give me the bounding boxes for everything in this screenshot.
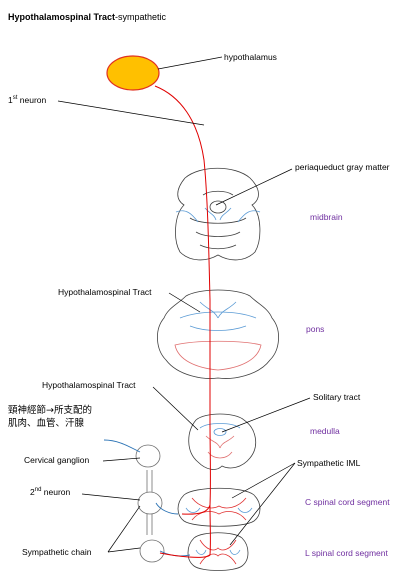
lumbar-cord-section [187, 532, 249, 571]
sympathetic-iml-label: Sympathetic IML [297, 458, 361, 468]
sympathetic-chain [135, 444, 165, 563]
tract-medulla-label: Hypothalamospinal Tract [42, 380, 136, 390]
medulla-label: medulla [310, 426, 340, 436]
innervation-note-line1: 頸神經節→所支配的 [8, 405, 92, 416]
lower-ganglion-shape [139, 539, 165, 563]
sympathetic-chain-label: Sympathetic chain [22, 547, 92, 557]
hypothalamus-label: hypothalamus [224, 52, 277, 62]
first-neuron-label: 1st neuron [8, 95, 47, 105]
second-neuron-text: neuron [41, 487, 71, 497]
title-rest: -sympathetic [115, 12, 167, 22]
midbrain-section [175, 167, 261, 261]
pons-label: pons [306, 324, 325, 334]
second-neuron-label: 2nd neuron [30, 487, 71, 497]
tract-pons-label: Hypothalamospinal Tract [58, 287, 152, 297]
innervation-note: 頸神經節→所支配的 肌肉、血管、汗腺 [8, 405, 92, 431]
middle-ganglion-shape [137, 491, 163, 515]
cervical-cord-section [177, 487, 261, 527]
diagram-title: Hypothalamospinal Tract-sympathetic [8, 12, 166, 22]
l-segment-label: L spinal cord segment [305, 548, 388, 558]
second-neuron-num: 2 [30, 487, 35, 497]
c-segment-label: C spinal cord segment [305, 497, 390, 507]
title-bold: Hypothalamospinal Tract [8, 12, 116, 22]
first-neuron-text: neuron [17, 95, 47, 105]
second-neuron-sup: nd [34, 487, 42, 494]
first-neuron-sup: st [12, 95, 18, 102]
first-neuron-num: 1 [8, 95, 13, 105]
hypothalamus-shape [106, 55, 160, 91]
leader-lines [57, 56, 311, 553]
pons-section [157, 289, 279, 379]
solitary-tract-label: Solitary tract [313, 392, 361, 402]
medulla-section [188, 413, 257, 470]
hypothalamospinal-tract [154, 85, 211, 558]
cervical-ganglion-shape [135, 444, 161, 468]
innervation-note-line2: 肌肉、血管、汗腺 [8, 417, 85, 429]
pag-label: periaqueduct gray matter [295, 162, 390, 172]
midbrain-label: midbrain [310, 212, 343, 222]
cervical-ganglion-label: Cervical ganglion [24, 455, 90, 465]
